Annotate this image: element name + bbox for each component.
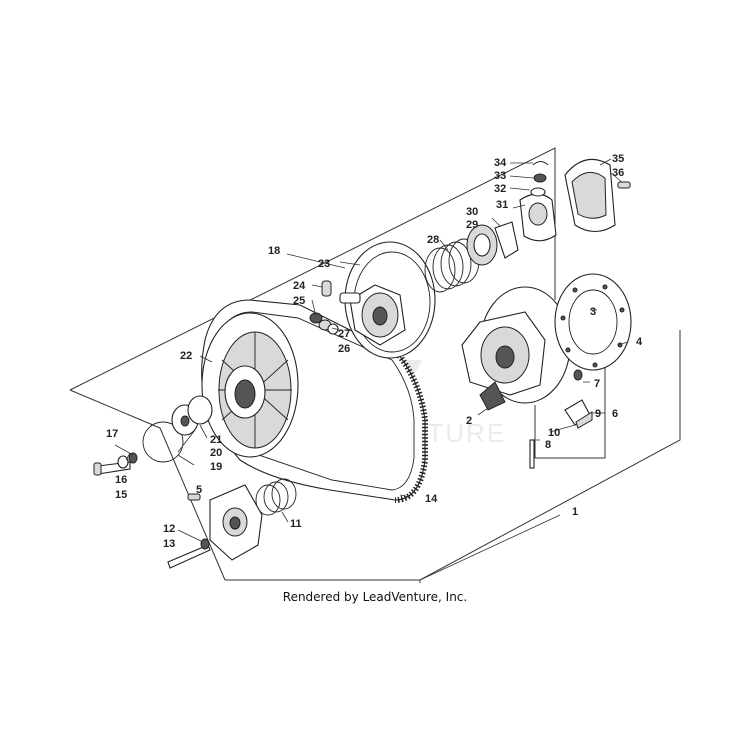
callout-24: 24 bbox=[293, 280, 306, 292]
callout-29: 29 bbox=[466, 219, 478, 231]
callout-18: 18 bbox=[268, 245, 280, 257]
washer-17 bbox=[128, 452, 138, 464]
bolt-13 bbox=[167, 544, 211, 569]
callout-13: 13 bbox=[163, 538, 175, 550]
callout-12: 12 bbox=[163, 523, 175, 535]
callout-36: 36 bbox=[612, 167, 624, 179]
callout-21: 21 bbox=[210, 434, 222, 446]
roller-pin-set bbox=[309, 280, 339, 335]
callout-10: 10 bbox=[548, 427, 560, 439]
bolt-8 bbox=[529, 439, 535, 469]
front-bolt-set bbox=[93, 452, 138, 476]
fixed-sheave-spider bbox=[167, 484, 263, 569]
callout-25: 25 bbox=[293, 295, 305, 307]
washer-32 bbox=[530, 187, 546, 197]
callout-16: 16 bbox=[115, 474, 127, 486]
driven-cam bbox=[466, 221, 519, 266]
callout-31: 31 bbox=[496, 199, 508, 211]
driven-clutch-movable-sheave bbox=[339, 241, 436, 359]
clutch-weight-set bbox=[529, 369, 593, 469]
drive-clutch-cover-plate bbox=[554, 273, 632, 371]
screw-36 bbox=[617, 181, 631, 189]
callout-26: 26 bbox=[338, 343, 350, 355]
callout-1: 1 bbox=[572, 506, 578, 518]
washer-33 bbox=[533, 173, 547, 183]
driven-clutch-fixed-sheave bbox=[201, 312, 299, 458]
callout-28: 28 bbox=[427, 234, 439, 246]
callout-23: 23 bbox=[318, 258, 330, 270]
spider-assembly bbox=[519, 161, 557, 242]
roller-25 bbox=[309, 312, 323, 324]
drive-spring bbox=[255, 478, 297, 516]
pin-24 bbox=[321, 280, 332, 297]
callout-27: 27 bbox=[338, 328, 350, 340]
screw-5 bbox=[187, 493, 201, 501]
drive-clutch-assembly bbox=[461, 286, 571, 411]
callout-5: 5 bbox=[196, 484, 202, 496]
callout-2: 2 bbox=[466, 415, 472, 427]
callout-30: 30 bbox=[466, 206, 478, 218]
roller-27 bbox=[327, 323, 339, 335]
callout-6: 6 bbox=[612, 408, 618, 420]
weight-10 bbox=[575, 411, 593, 429]
snap-ring-34 bbox=[532, 161, 549, 166]
bushing-7 bbox=[573, 369, 583, 381]
washer-stack bbox=[142, 395, 213, 463]
callout-35: 35 bbox=[612, 153, 624, 165]
callout-9: 9 bbox=[595, 408, 601, 420]
driven-spring bbox=[424, 238, 480, 293]
callout-14: 14 bbox=[425, 493, 438, 505]
washer-12 bbox=[200, 538, 210, 550]
callout-4: 4 bbox=[636, 336, 643, 348]
callout-19: 19 bbox=[210, 461, 222, 473]
callout-22: 22 bbox=[180, 350, 192, 362]
retaining-ring-19 bbox=[142, 421, 184, 463]
render-credit: Rendered by LeadVenture, Inc. bbox=[282, 590, 468, 604]
callout-11: 11 bbox=[290, 518, 302, 530]
callout-17: 17 bbox=[106, 428, 118, 440]
washer-16 bbox=[117, 455, 129, 469]
callout-8: 8 bbox=[545, 439, 551, 451]
callout-3: 3 bbox=[590, 306, 596, 318]
callout-15: 15 bbox=[115, 489, 127, 501]
leader-lines bbox=[114, 158, 629, 581]
callout-7: 7 bbox=[594, 378, 600, 390]
callout-labels: 1 2 3 4 5 6 7 8 9 10 11 12 13 14 15 16 1… bbox=[106, 153, 643, 550]
clutch-cover bbox=[564, 158, 631, 233]
washer-21 bbox=[187, 395, 213, 425]
callout-20: 20 bbox=[210, 447, 222, 459]
callout-32: 32 bbox=[494, 183, 506, 195]
callout-33: 33 bbox=[494, 170, 506, 182]
callout-34: 34 bbox=[494, 157, 507, 169]
